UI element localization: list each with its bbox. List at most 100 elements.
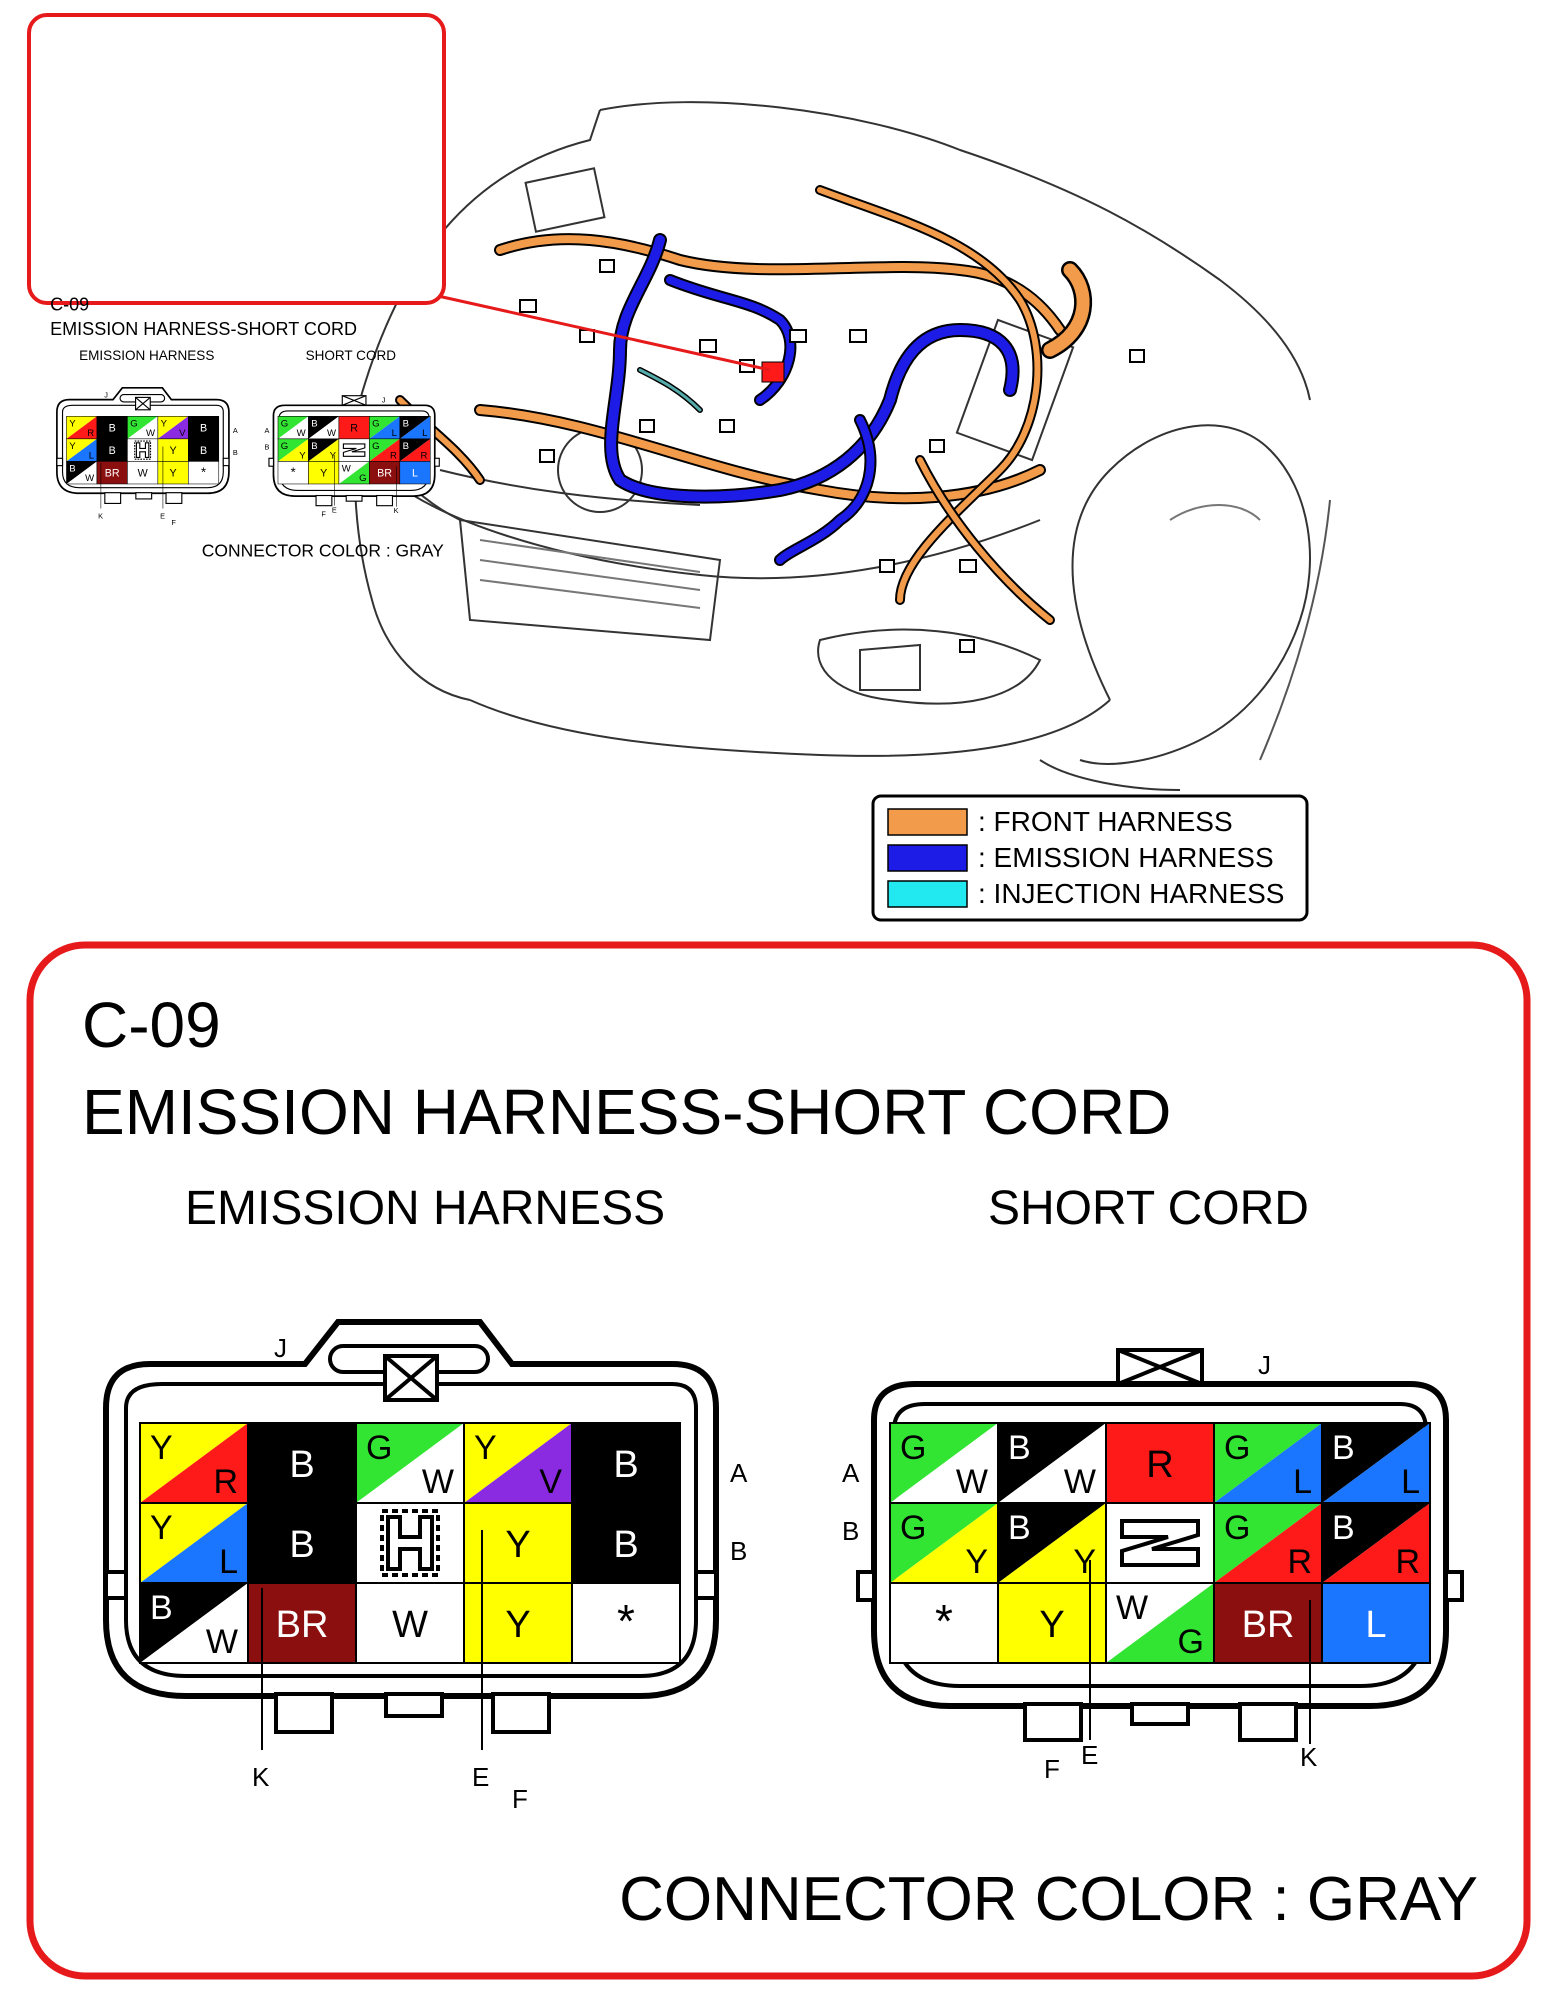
short-cord-pin-label-primary: W bbox=[1116, 1589, 1148, 1627]
short-cord-pointers bbox=[1089, 1560, 1311, 1744]
short-cord-pin-1-5: BL bbox=[1321, 1422, 1431, 1504]
short-cord-pin-label: R bbox=[1146, 1444, 1173, 1486]
short-cord-pin-label-primary: G bbox=[900, 1429, 926, 1467]
c09-location-marker bbox=[761, 361, 785, 383]
emission-pin-1-5: B bbox=[571, 1422, 681, 1504]
short-cord-pin-label-secondary: L bbox=[1293, 1463, 1312, 1501]
legend-swatch-emission bbox=[887, 844, 968, 872]
short-cord-pin-label-secondary: Y bbox=[1073, 1543, 1096, 1581]
legend-label-front: : FRONT HARNESS bbox=[978, 806, 1233, 837]
emission-pin-1-4: YV bbox=[463, 1422, 573, 1504]
short-cord-pin-label-secondary: R bbox=[1287, 1543, 1312, 1581]
vehicle-illustration bbox=[353, 101, 1331, 791]
emission-pin-label-secondary: V bbox=[539, 1463, 562, 1501]
short-cord-pin-label: Y bbox=[1039, 1604, 1064, 1646]
left-label-b: B bbox=[730, 1536, 747, 1566]
short-cord-pin-label-primary: G bbox=[900, 1509, 926, 1547]
callout-thumbnail bbox=[27, 13, 446, 562]
emission-pin-label-secondary: L bbox=[219, 1543, 238, 1581]
short-cord-pin-3-5: L bbox=[1321, 1582, 1431, 1664]
emission-pin-blank-marker: * bbox=[617, 1595, 635, 1647]
connector-id: C-09 bbox=[82, 989, 221, 1061]
right-label-k: K bbox=[1300, 1742, 1318, 1772]
left-label-e: E bbox=[472, 1762, 489, 1792]
short-cord-pin-label: L bbox=[1365, 1604, 1386, 1646]
emission-pin-label: BR bbox=[276, 1604, 329, 1646]
short-cord-pin-3-1: * bbox=[889, 1582, 999, 1664]
short-cord-pin-blank-marker: * bbox=[935, 1595, 953, 1647]
emission-pin-label: W bbox=[392, 1604, 428, 1646]
emission-pin-label-primary: B bbox=[150, 1589, 173, 1627]
short-cord-pin-label-primary: G bbox=[1224, 1509, 1250, 1547]
short-cord-pin-3-3: WG bbox=[1105, 1582, 1215, 1664]
callout-leader-line bbox=[437, 294, 771, 372]
lock-h-icon bbox=[380, 1509, 440, 1577]
short-cord-pin-2-5: BR bbox=[1321, 1502, 1431, 1584]
legend-label-emission: : EMISSION HARNESS bbox=[978, 842, 1274, 873]
emission-pin-label-primary: Y bbox=[150, 1429, 173, 1467]
emission-pin-label: B bbox=[289, 1444, 314, 1486]
right-label-e: E bbox=[1081, 1740, 1098, 1770]
connector-title: EMISSION HARNESS-SHORT CORD bbox=[82, 1076, 1171, 1148]
short-cord-pin-label-secondary: W bbox=[956, 1463, 988, 1501]
short-cord-pin-label-secondary: G bbox=[1178, 1623, 1204, 1661]
left-label-k: K bbox=[252, 1762, 270, 1792]
harness-legend: : FRONT HARNESS : EMISSION HARNESS : INJ… bbox=[871, 794, 1309, 922]
emission-pin-2-5: B bbox=[571, 1502, 681, 1584]
short-cord-pin-1-1: GW bbox=[889, 1422, 999, 1504]
emission-pin-label-secondary: W bbox=[206, 1623, 238, 1661]
short-cord-pin-label-secondary: Y bbox=[965, 1543, 988, 1581]
right-label-j: J bbox=[1258, 1350, 1271, 1380]
left-label-a: A bbox=[730, 1458, 748, 1488]
left-connector-title: EMISSION HARNESS bbox=[185, 1182, 665, 1235]
short-cord-pin-1-4: GL bbox=[1213, 1422, 1323, 1504]
short-cord-pin-2-1: GY bbox=[889, 1502, 999, 1584]
right-connector-title: SHORT CORD bbox=[988, 1182, 1309, 1235]
emission-pin-label-primary: Y bbox=[474, 1429, 497, 1467]
emission-pin-label: B bbox=[613, 1524, 638, 1566]
callout-thumbnail-content bbox=[49, 293, 445, 562]
emission-pin-2-1: YL bbox=[139, 1502, 249, 1584]
legend-label-injection: : INJECTION HARNESS bbox=[978, 878, 1284, 909]
short-cord-pin-1-2: BW bbox=[997, 1422, 1107, 1504]
short-cord-pin-2-4: GR bbox=[1213, 1502, 1323, 1584]
left-label-j: J bbox=[274, 1333, 287, 1363]
emission-pin-label-secondary: R bbox=[213, 1463, 238, 1501]
emission-pin-3-4: Y bbox=[463, 1582, 573, 1664]
emission-pin-label: Y bbox=[505, 1604, 530, 1646]
lock-s-icon bbox=[1120, 1519, 1200, 1567]
connector-color-note: CONNECTOR COLOR : GRAY bbox=[619, 1865, 1478, 1934]
short-cord-pin-label-primary: G bbox=[1224, 1429, 1250, 1467]
emission-harness-pointers bbox=[261, 1530, 483, 1750]
short-cord-pin-2-3 bbox=[1105, 1502, 1215, 1584]
emission-pin-2-3 bbox=[355, 1502, 465, 1584]
short-cord-pin-3-2: Y bbox=[997, 1582, 1107, 1664]
short-cord-pin-2-2: BY bbox=[997, 1502, 1107, 1584]
short-cord-pin-label-primary: B bbox=[1008, 1429, 1031, 1467]
short-cord-pin-label: BR bbox=[1242, 1604, 1295, 1646]
legend-swatch-front bbox=[887, 808, 968, 836]
short-cord-pin-1-3: R bbox=[1105, 1422, 1215, 1504]
emission-pin-label-primary: Y bbox=[150, 1509, 173, 1547]
emission-pin-label: Y bbox=[505, 1524, 530, 1566]
emission-pin-2-4: Y bbox=[463, 1502, 573, 1584]
connector-card: C-09 EMISSION HARNESS-SHORT CORD EMISSIO… bbox=[82, 989, 1478, 1934]
emission-pin-3-5: * bbox=[571, 1582, 681, 1664]
emission-pin-label: B bbox=[289, 1524, 314, 1566]
left-label-f: F bbox=[512, 1784, 528, 1814]
emission-pin-label: B bbox=[613, 1444, 638, 1486]
short-cord-pin-label-primary: B bbox=[1332, 1509, 1355, 1547]
right-label-a: A bbox=[842, 1458, 860, 1488]
emission-pin-label-secondary: W bbox=[422, 1463, 454, 1501]
short-cord-pin-3-4: BR bbox=[1213, 1582, 1323, 1664]
short-cord-pin-label-secondary: W bbox=[1064, 1463, 1096, 1501]
emission-pin-label-primary: G bbox=[366, 1429, 392, 1467]
harness-routing bbox=[395, 185, 1092, 625]
emission-pin-1-2: B bbox=[247, 1422, 357, 1504]
legend-swatch-injection bbox=[887, 880, 968, 908]
short-cord-pin-label-secondary: R bbox=[1395, 1543, 1420, 1581]
emission-pin-3-2: BR bbox=[247, 1582, 357, 1664]
